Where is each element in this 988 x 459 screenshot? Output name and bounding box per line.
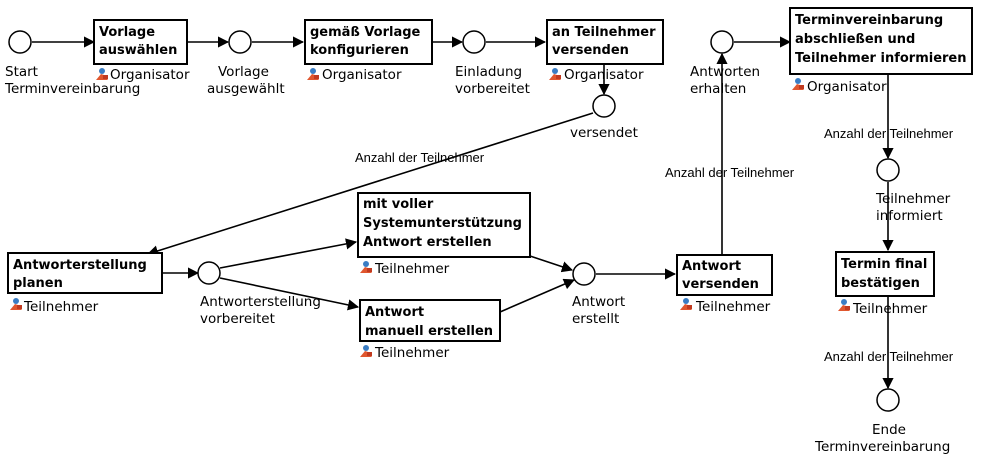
place-einladung-vorbereitet[interactable] — [462, 30, 486, 54]
role-label: Organisator — [564, 67, 644, 83]
arc-t7-p6 — [499, 278, 576, 313]
arc-t6-p6 — [529, 255, 574, 273]
person-icon — [10, 298, 22, 310]
arc-p5-t6 — [219, 238, 358, 269]
arc-p3-t5 — [146, 112, 594, 257]
place-antworterstellung-vorbereitet[interactable] — [197, 261, 221, 285]
arc-label-t8-p4: Anzahl der Teilnehmer — [665, 165, 795, 180]
person-icon — [549, 68, 561, 80]
place-versendet-label: versendet — [570, 125, 638, 141]
place-antworten-erhalten[interactable] — [710, 30, 734, 54]
role-label: Organisator — [322, 67, 402, 83]
person-icon — [792, 78, 804, 90]
arc-label-p3-t5: Anzahl der Teilnehmer — [355, 150, 485, 165]
role-label: Organisator — [110, 67, 190, 83]
place-antwort-erstellt[interactable] — [572, 262, 596, 286]
person-icon — [360, 261, 372, 273]
role-label: Teilnehmer — [852, 301, 928, 317]
person-icon — [360, 345, 372, 357]
place-versendet[interactable] — [592, 94, 616, 118]
role-label: Teilnehmer — [695, 299, 771, 315]
person-icon — [838, 299, 850, 311]
person-icon — [96, 68, 108, 80]
role-label: Teilnehmer — [374, 345, 450, 361]
role-label: Organisator — [807, 79, 887, 95]
person-icon — [680, 298, 692, 310]
arc-labels: Anzahl der Teilnehmer Anzahl der Teilneh… — [355, 126, 954, 364]
place-teilnehmer-informiert[interactable] — [876, 158, 900, 182]
person-icon — [307, 68, 319, 80]
role-label: Teilnehmer — [374, 261, 450, 277]
place-start[interactable] — [8, 30, 32, 54]
place-vorlage-ausgewaehlt[interactable] — [228, 30, 252, 54]
arc-label-t9-end: Anzahl der Teilnehmer — [824, 349, 954, 364]
flow-arcs — [32, 36, 894, 390]
arc-p5-t7 — [219, 277, 360, 311]
role-label: Teilnehmer — [23, 299, 99, 315]
place-ende[interactable] — [876, 388, 900, 412]
arc-label-t4-p7: Anzahl der Teilnehmer — [824, 126, 954, 141]
